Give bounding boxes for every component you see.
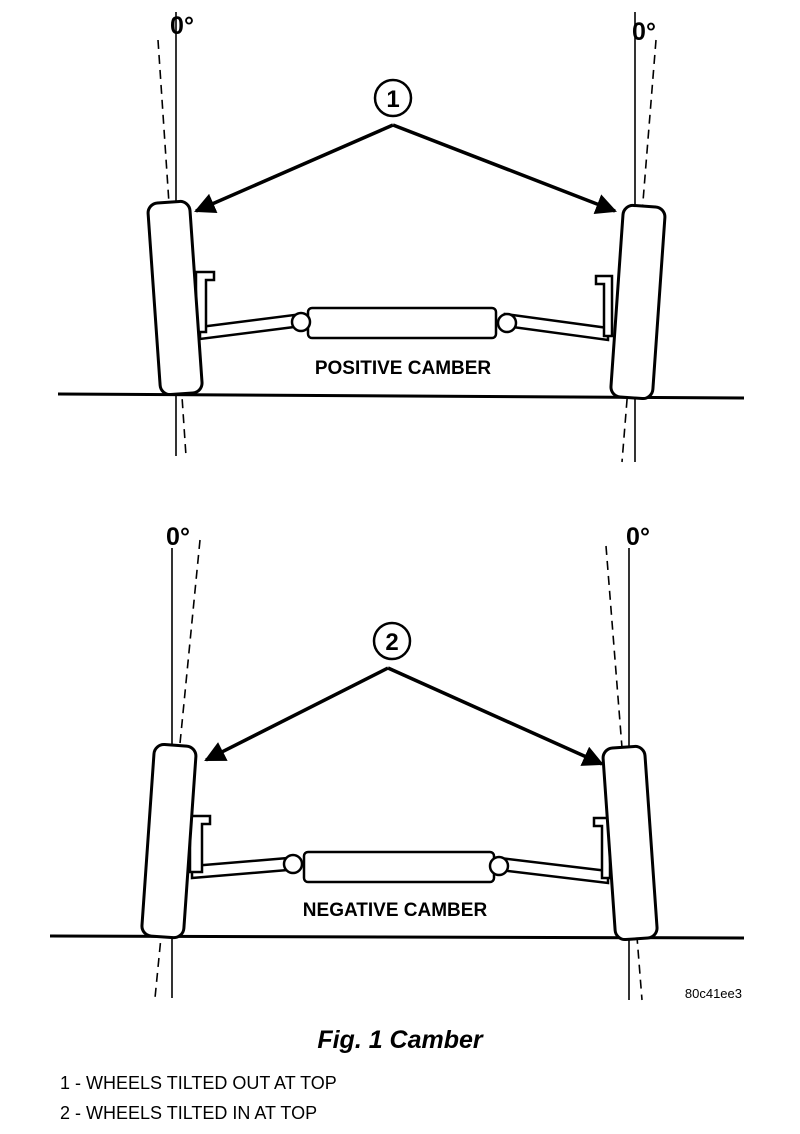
knuckle-bracket-right-top: [594, 274, 614, 338]
callout-arrow-right-bottom: [387, 666, 604, 766]
callout-arrow-left-top: [194, 123, 394, 214]
camber-diagram: 1 0° 0° POSITIVE CAMBER 2 0° 0° NEGATIVE…: [49, 12, 745, 1001]
damper-end-right-bottom: [488, 855, 510, 877]
damper-end-left-top: [290, 311, 312, 333]
wheel-left-top: [146, 199, 204, 397]
callout-circle-1: [373, 78, 413, 118]
lower-control-arm-left-bottom: [190, 856, 290, 880]
wheel-right-top: [609, 203, 667, 401]
zero-degree-label-right-top: 0°: [632, 18, 656, 46]
figure-caption: Fig. 1 Camber: [317, 1026, 483, 1054]
callout-number-1: 1: [386, 86, 399, 113]
callout-circle-2: [372, 621, 412, 661]
wheel-left-bottom: [140, 743, 198, 940]
damper-end-left-bottom: [282, 853, 304, 875]
negative-camber-view: 2 0° 0° NEGATIVE CAMBER: [49, 523, 745, 1001]
positive-camber-label: POSITIVE CAMBER: [315, 358, 492, 379]
image-code: 80c41ee3: [685, 986, 742, 1001]
legend-item-2: 2 - WHEELS TILTED IN AT TOP: [60, 1103, 318, 1123]
lower-control-arm-right-top: [503, 312, 610, 342]
callout-arrow-left-bottom: [204, 666, 389, 762]
lower-control-arm-left-top: [198, 312, 304, 341]
callout-number-2: 2: [385, 629, 398, 656]
zero-degree-label-right-bottom: 0°: [626, 523, 650, 551]
lower-control-arm-right-bottom: [498, 856, 610, 885]
callout-arrow-right-top: [392, 123, 617, 214]
steering-damper-top: [306, 306, 498, 340]
positive-camber-view: 1 0° 0° POSITIVE CAMBER: [57, 12, 745, 463]
steering-damper-bottom: [302, 850, 496, 884]
knuckle-bracket-left-bottom: [188, 814, 212, 874]
wheel-right-bottom: [601, 744, 659, 942]
zero-degree-label-left-bottom: 0°: [166, 523, 190, 551]
negative-camber-label: NEGATIVE CAMBER: [303, 900, 488, 921]
legend-item-1: 1 - WHEELS TILTED OUT AT TOP: [60, 1073, 337, 1093]
zero-degree-label-left-top: 0°: [170, 12, 194, 40]
damper-end-right-top: [496, 312, 518, 334]
